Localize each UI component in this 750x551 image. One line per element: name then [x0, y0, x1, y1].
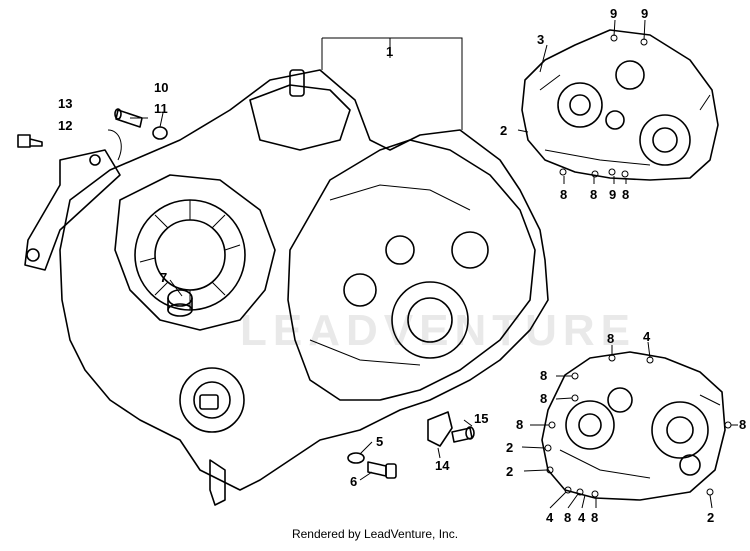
callout-lower-4c: 4 — [578, 510, 586, 525]
callout-upper-3: 3 — [537, 32, 544, 47]
callout-upper-2: 2 — [500, 123, 507, 138]
callout-14: 14 — [435, 458, 450, 473]
callout-7: 7 — [160, 270, 167, 285]
callout-lower-8f: 8 — [564, 510, 571, 525]
callout-15: 15 — [474, 411, 488, 426]
callout-upper-8b: 8 — [590, 187, 597, 202]
callout-lower-2b: 2 — [506, 464, 513, 479]
callout-10: 10 — [154, 80, 168, 95]
callout-6: 6 — [350, 474, 357, 489]
callout-lower-2a: 2 — [506, 440, 513, 455]
callout-lower-8b: 8 — [540, 368, 547, 383]
crankcase-lower-view — [521, 341, 738, 509]
lower-view-callouts: 4 8 8 8 8 8 2 2 4 8 4 8 2 — [506, 329, 746, 525]
callout-upper-9a: 9 — [610, 6, 617, 21]
callout-1: 1 — [386, 44, 393, 59]
callout-upper-9c: 9 — [609, 187, 616, 202]
callout-lower-8g: 8 — [591, 510, 598, 525]
crankcase-main-assembly — [17, 37, 549, 506]
main-callouts: 1 5 6 7 10 11 12 13 14 15 — [58, 44, 488, 489]
callout-5: 5 — [376, 434, 383, 449]
callout-lower-4b: 4 — [546, 510, 554, 525]
callout-upper-8a: 8 — [560, 187, 567, 202]
callout-lower-8e: 8 — [739, 417, 746, 432]
callout-upper-9b: 9 — [641, 6, 648, 21]
callout-lower-8c: 8 — [540, 391, 547, 406]
footer-credit: Rendered by LeadVenture, Inc. — [291, 527, 459, 541]
callout-lower-4a: 4 — [643, 329, 651, 344]
callout-13: 13 — [58, 96, 72, 111]
callout-lower-8a: 8 — [607, 331, 614, 346]
watermark-text: LEADVENTURE — [240, 306, 636, 355]
callout-lower-8d: 8 — [516, 417, 523, 432]
callout-12: 12 — [58, 118, 72, 133]
upper-view-callouts: 2 3 8 8 8 9 9 9 — [500, 6, 648, 202]
callout-lower-2c: 2 — [707, 510, 714, 525]
callout-11: 11 — [154, 101, 168, 116]
crankcase-upper-view — [517, 19, 719, 184]
callout-upper-8c: 8 — [622, 187, 629, 202]
